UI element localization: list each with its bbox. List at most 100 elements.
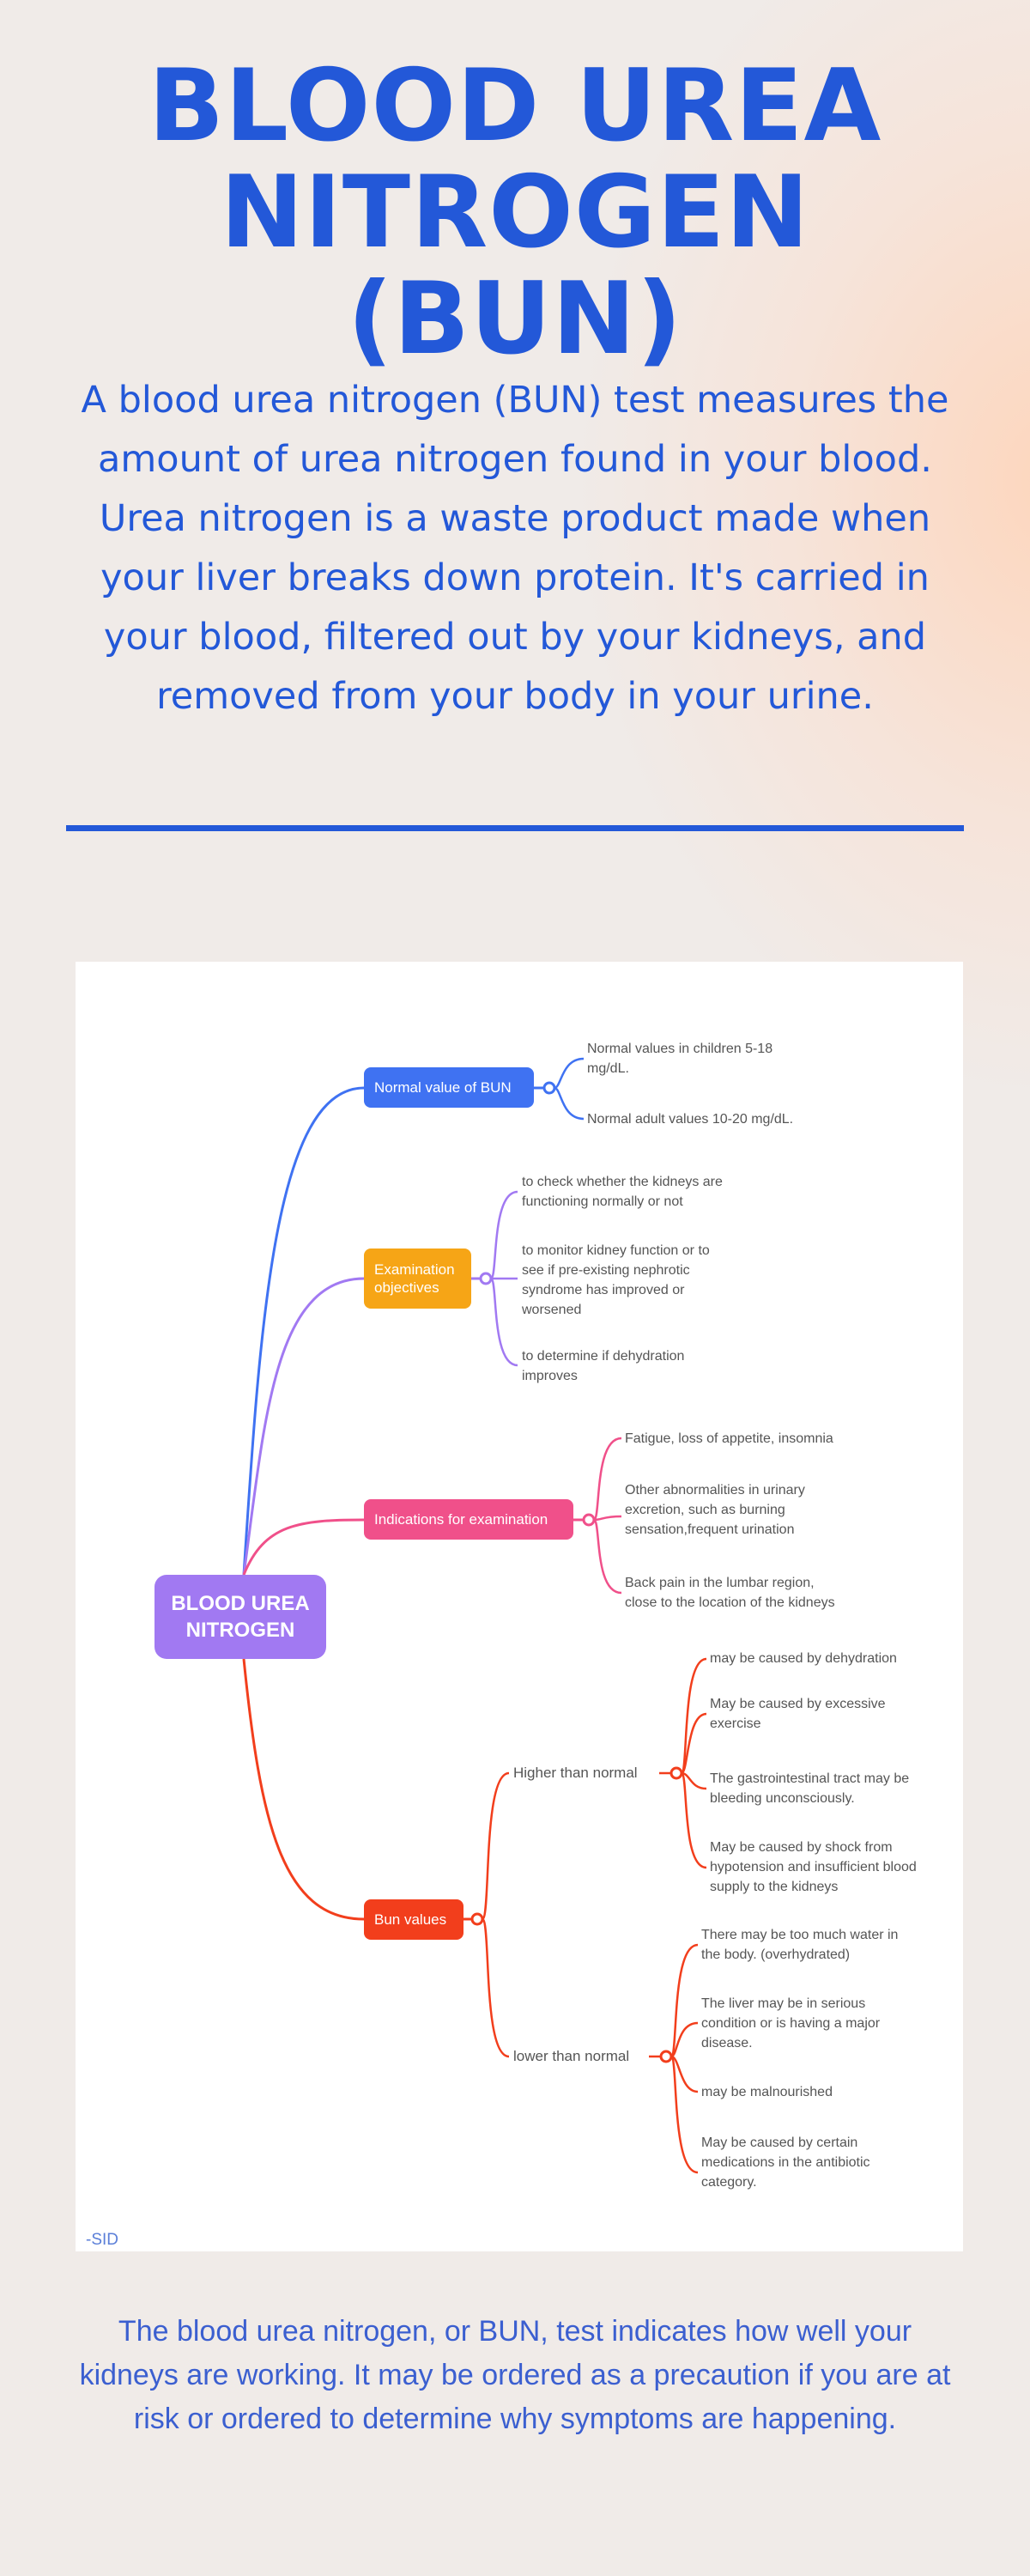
connector-root-indications (242, 1518, 365, 1576)
connector-indications-2 (593, 1515, 622, 1522)
leaf-lower-4: May be caused by certain medications in … (701, 2133, 870, 2192)
leaf-line: category. (701, 2175, 757, 2190)
title-line: (BUN) (347, 261, 683, 377)
leaf-lower-1: There may be too much water in the body.… (701, 1925, 898, 1965)
title-line: BLOOD UREA (148, 48, 882, 164)
leaf-lower-3: may be malnourished (701, 2082, 833, 2102)
node-dot-indications (582, 1513, 596, 1527)
connector-objectives-3 (489, 1277, 518, 1367)
connector-higher-1 (680, 1657, 707, 1775)
leaf-indication-1: Fatigue, loss of appetite, insomnia (625, 1429, 833, 1449)
connector-indications-1 (592, 1437, 622, 1522)
root-label-line: BLOOD UREA (171, 1592, 310, 1615)
root-node: BLOOD UREA NITROGEN (154, 1575, 326, 1659)
leaf-line: to monitor kidney function or to (522, 1243, 710, 1258)
node-dot-bun (470, 1912, 484, 1926)
leaf-line: exercise (710, 1716, 761, 1731)
node-normal-value: Normal value of BUN (364, 1067, 534, 1108)
leaf-line: Back pain in the lumbar region, (625, 1576, 815, 1590)
node-dot-objectives (479, 1272, 493, 1285)
leaf-higher-1: may be caused by dehydration (710, 1649, 897, 1668)
leaf-line: functioning normally or not (522, 1194, 683, 1209)
node-label-line: objectives (374, 1279, 439, 1296)
leaf-line: May be caused by shock from (710, 1840, 893, 1855)
connector-lower-2 (670, 2021, 699, 2058)
leaf-line: close to the location of the kidneys (625, 1595, 835, 1610)
leaf-line: disease. (701, 2036, 753, 2050)
connector-normal-2 (554, 1086, 585, 1121)
leaf-line: supply to the kidneys (710, 1880, 839, 1894)
leaf-line: mg/dL. (587, 1061, 629, 1076)
connector-root-normal (242, 1086, 365, 1576)
node-label-line: Examination (374, 1261, 455, 1278)
leaf-line: the body. (overhydrated) (701, 1947, 851, 1962)
connector-higher-2 (680, 1712, 707, 1775)
leaf-line: Normal values in children 5-18 (587, 1042, 773, 1056)
leaf-lower-2: The liver may be in serious condition or… (701, 1994, 880, 2053)
root-label: BLOOD UREA NITROGEN (171, 1590, 309, 1643)
node-label: Indications for examination (374, 1511, 548, 1528)
leaf-higher-2: May be caused by excessive exercise (710, 1694, 886, 1734)
leaf-line: see if pre-existing nephrotic (522, 1263, 690, 1278)
connector-bun-higher (481, 1771, 510, 1921)
leaf-line: medications in the antibiotic (701, 2155, 870, 2170)
author-credit: -SID (86, 2231, 118, 2249)
leaf-line: syndrome has improved or (522, 1283, 685, 1297)
node-dot-lower (659, 2050, 673, 2063)
connector-normal-1 (554, 1057, 585, 1090)
leaf-line: May be caused by certain (701, 2136, 858, 2150)
connector-root-objectives (242, 1277, 365, 1576)
leaf-higher-4: May be caused by shock from hypotension … (710, 1838, 917, 1897)
connector-lower-4 (670, 2055, 699, 2174)
leaf-indication-3: Back pain in the lumbar region, close to… (625, 1573, 835, 1613)
leaf-normal-adult: Normal adult values 10-20 mg/dL. (587, 1109, 793, 1129)
node-indications: Indications for examination (364, 1499, 573, 1540)
leaf-line: Fatigue, loss of appetite, insomnia (625, 1431, 833, 1446)
connector-lower-3 (670, 2055, 699, 2093)
leaf-line: to check whether the kidneys are (522, 1175, 723, 1189)
node-label: Examination objectives (374, 1261, 455, 1297)
leaf-line: There may be too much water in (701, 1928, 899, 1942)
leaf-objective-3: to determine if dehydration improves (522, 1346, 684, 1386)
mind-map-connectors (242, 1057, 707, 2174)
leaf-line: The gastrointestinal tract may be (710, 1771, 910, 1786)
leaf-line: worsened (522, 1303, 582, 1317)
mind-map: Normal value of BUN Examination objectiv… (76, 962, 963, 2251)
sub-lower-than-normal: lower than normal (513, 2048, 630, 2064)
leaf-line: The liver may be in serious (701, 1996, 866, 2011)
leaf-line: condition or is having a major (701, 2016, 881, 2031)
leaf-higher-3: The gastrointestinal tract may be bleedi… (710, 1769, 909, 1808)
connector-objectives-1 (489, 1190, 518, 1280)
title-line: NITROGEN (220, 155, 810, 270)
leaf-line: hypotension and insufficient blood (710, 1860, 917, 1874)
connector-higher-3 (681, 1771, 707, 1790)
leaf-line: may be caused by dehydration (710, 1651, 897, 1666)
node-label: Normal value of BUN (374, 1079, 512, 1096)
connector-indications-3 (592, 1518, 622, 1595)
leaf-line: Normal adult values 10-20 mg/dL. (587, 1112, 794, 1127)
leaf-line: may be malnourished (701, 2085, 833, 2099)
leaf-line: sensation,frequent urination (625, 1522, 795, 1537)
page-title: BLOOD UREA NITROGEN (BUN) (0, 53, 1030, 373)
connector-lower-1 (670, 1943, 699, 2058)
node-bun-values: Bun values (364, 1899, 464, 1940)
sub-higher-than-normal: Higher than normal (513, 1765, 638, 1781)
leaf-normal-children: Normal values in children 5-18 mg/dL. (587, 1039, 772, 1078)
leaf-objective-1: to check whether the kidneys are functio… (522, 1172, 723, 1212)
divider (66, 825, 964, 831)
footer-paragraph: The blood urea nitrogen, or BUN, test in… (79, 2315, 951, 2435)
leaf-line: bleeding unconsciously. (710, 1791, 855, 1806)
leaf-line: May be caused by excessive (710, 1697, 886, 1711)
node-dot-normal (542, 1081, 556, 1095)
node-examination-objectives: Examination objectives (364, 1249, 471, 1309)
connector-root-bun (242, 1658, 365, 1921)
leaf-indication-2: Other abnormalities in urinary excretion… (625, 1480, 805, 1540)
leaf-objective-2: to monitor kidney function or to see if … (522, 1241, 710, 1320)
root-label-line: NITROGEN (185, 1619, 295, 1642)
intro-paragraph: A blood urea nitrogen (BUN) test measure… (81, 379, 949, 718)
leaf-line: improves (522, 1369, 578, 1383)
node-label: Bun values (374, 1911, 447, 1928)
connector-bun-lower (481, 1917, 510, 2058)
node-dot-higher (670, 1766, 683, 1780)
leaf-line: excretion, such as burning (625, 1503, 785, 1517)
